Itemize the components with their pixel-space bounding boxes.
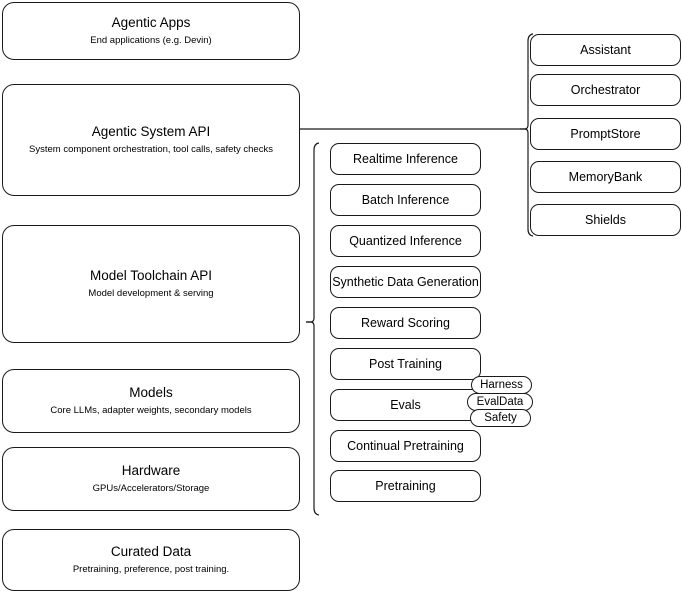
chip-label: Orchestrator — [570, 83, 641, 97]
layer-title: Agentic Apps — [111, 14, 191, 30]
chip-reward-scoring[interactable]: Reward Scoring — [330, 307, 481, 339]
layer-box-agentic-system-api[interactable]: Agentic System API System component orch… — [2, 84, 300, 196]
chip-promptstore[interactable]: PromptStore — [530, 118, 681, 150]
chip-label: Quantized Inference — [349, 234, 462, 248]
layer-title: Curated Data — [110, 543, 192, 559]
layer-subtitle: End applications (e.g. Devin) — [90, 34, 212, 46]
chip-label: Post Training — [369, 357, 442, 371]
chip-label: PromptStore — [570, 127, 641, 141]
layer-box-hardware[interactable]: Hardware GPUs/Accelerators/Storage — [2, 447, 300, 511]
chip-label: Shields — [585, 213, 626, 227]
chip-label: Continual Pretraining — [347, 439, 464, 453]
layer-box-models[interactable]: Models Core LLMs, adapter weights, secon… — [2, 369, 300, 433]
brace-toolchain-components-upper — [306, 142, 320, 323]
layer-subtitle: Model development & serving — [88, 287, 214, 299]
chip-batch-inference[interactable]: Batch Inference — [330, 184, 481, 216]
layer-box-agentic-apps[interactable]: Agentic Apps End applications (e.g. Devi… — [2, 2, 300, 60]
chip-assistant[interactable]: Assistant — [530, 34, 681, 66]
chip-quantized-inference[interactable]: Quantized Inference — [330, 225, 481, 257]
chip-label: Realtime Inference — [353, 152, 458, 166]
pill-label: Safety — [484, 412, 517, 424]
chip-label: Synthetic Data Generation — [332, 275, 479, 289]
layer-subtitle: System component orchestration, tool cal… — [29, 143, 273, 155]
chip-realtime-inference[interactable]: Realtime Inference — [330, 143, 481, 175]
layer-subtitle: Pretraining, preference, post training. — [72, 563, 230, 575]
chip-post-training[interactable]: Post Training — [330, 348, 481, 380]
chip-synthetic-data-generation[interactable]: Synthetic Data Generation — [330, 266, 481, 298]
chip-label: Batch Inference — [361, 193, 450, 207]
pill-label: Harness — [480, 379, 523, 391]
chip-label: MemoryBank — [568, 170, 643, 184]
brace-toolchain-components-lower — [306, 321, 320, 516]
chip-evals[interactable]: Evals — [330, 389, 481, 421]
pill-harness[interactable]: Harness — [471, 376, 532, 394]
chip-label: Evals — [390, 398, 421, 412]
chip-label: Assistant — [580, 43, 631, 57]
chip-label: Pretraining — [375, 479, 436, 493]
layer-box-curated-data[interactable]: Curated Data Pretraining, preference, po… — [2, 529, 300, 591]
layer-subtitle: Core LLMs, adapter weights, secondary mo… — [50, 404, 252, 416]
chip-continual-pretraining[interactable]: Continual Pretraining — [330, 430, 481, 462]
chip-shields[interactable]: Shields — [530, 204, 681, 236]
layer-title: Model Toolchain API — [89, 267, 213, 283]
pill-evaldata[interactable]: EvalData — [467, 393, 533, 411]
pill-safety[interactable]: Safety — [470, 409, 531, 427]
layer-title: Models — [129, 384, 173, 400]
layer-title: Hardware — [121, 462, 181, 478]
chip-label: Reward Scoring — [361, 316, 450, 330]
pill-label: EvalData — [476, 396, 524, 408]
layer-subtitle: GPUs/Accelerators/Storage — [92, 482, 210, 494]
chip-pretraining[interactable]: Pretraining — [330, 470, 481, 502]
chip-memorybank[interactable]: MemoryBank — [530, 161, 681, 193]
layer-box-model-toolchain-api[interactable]: Model Toolchain API Model development & … — [2, 225, 300, 343]
chip-orchestrator[interactable]: Orchestrator — [530, 74, 681, 106]
layer-title: Agentic System API — [91, 123, 211, 139]
